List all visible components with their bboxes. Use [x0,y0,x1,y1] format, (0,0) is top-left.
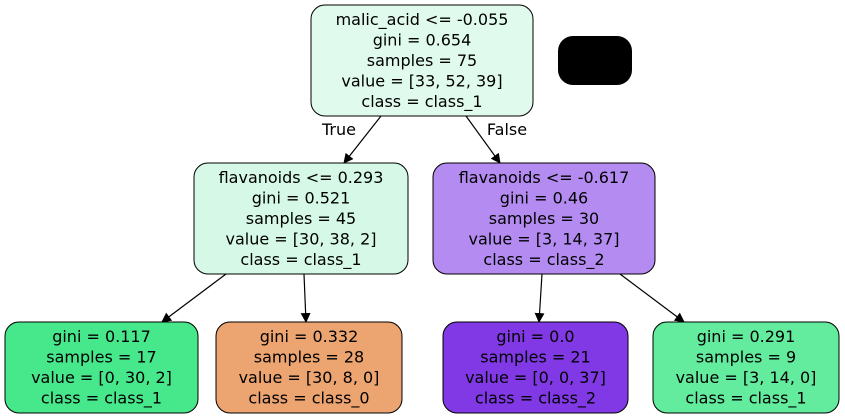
node-line: class = class_1 [240,250,361,270]
node-line: class = class_0 [248,389,369,409]
node-line: samples = 9 [696,348,796,367]
node-line: flavanoids <= 0.293 [219,168,384,187]
node-box [442,321,629,414]
node-line: gini = 0.332 [260,327,359,346]
node-line: samples = 17 [46,348,156,367]
node-box [652,321,840,414]
node-line: gini = 0.521 [252,188,351,207]
edge-root-to-left [343,115,382,164]
node-line: class = class_1 [41,389,162,409]
node-line: gini = 0.46 [500,188,588,207]
node-line: malic_acid <= -0.055 [336,10,509,30]
node-line: value = [0, 30, 2] [31,368,172,387]
node-line: value = [0, 0, 37] [465,368,606,387]
node-box [215,321,403,414]
edge-left-to-leaf-1 [161,273,227,323]
node-line: samples = 28 [254,348,364,367]
node-line: samples = 75 [367,51,477,70]
node-line: gini = 0.0 [496,327,574,346]
node-line: gini = 0.654 [373,30,472,49]
node-line: class = class_2 [475,389,596,409]
node-line: flavanoids <= -0.617 [459,168,630,187]
edge-root-to-right [465,115,501,164]
node-line: samples = 45 [246,209,356,228]
redaction-box [558,36,632,85]
node-line: value = [3, 14, 0] [676,368,817,387]
edge-label-true: True [321,120,356,139]
node-line: gini = 0.291 [697,327,796,346]
node-line: samples = 30 [489,209,599,228]
node-box [310,4,534,117]
node-line: value = [33, 52, 39] [341,71,502,90]
node-line: value = [3, 14, 37] [468,229,619,248]
node-box [4,321,199,414]
edge-right-to-leaf-4 [619,273,685,323]
edge-label-false: False [487,120,527,139]
node-line: value = [30, 38, 2] [225,229,376,248]
edge-left-to-leaf-2 [300,273,311,323]
node-line: class = class_1 [361,92,482,112]
node-line: gini = 0.117 [52,327,151,346]
node-line: samples = 21 [480,348,590,367]
node-box [193,162,409,275]
edge-right-to-leaf-3 [534,273,545,323]
node-box [432,162,656,275]
node-line: value = [30, 8, 0] [239,368,380,387]
node-line: class = class_1 [685,389,806,409]
node-line: class = class_2 [483,250,604,270]
